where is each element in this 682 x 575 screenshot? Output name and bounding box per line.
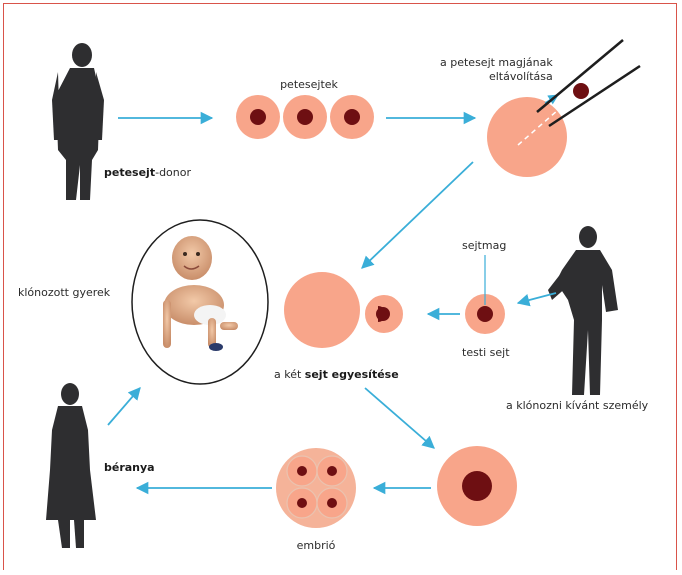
pipette-icon [536,39,641,128]
egg-cells [236,95,374,139]
label-surrogate: béranya [104,461,155,474]
fusion-cells [284,272,405,348]
page-frame [3,3,677,570]
label-cloned-child: klónozott gyerek [18,286,111,299]
surrogate-silhouette-icon [46,383,96,548]
donor-silhouette-icon [52,43,104,200]
arrow-person-to-somatic [516,292,557,307]
arrow-egg-to-fusion [361,161,474,269]
label-nucleus: sejtmag [462,239,507,252]
label-person-to-clone: a klónozni kívánt személy [506,399,649,412]
arrow-fusion-to-cell [364,387,435,449]
somatic-cell [465,255,505,334]
embryo-cells [276,448,356,528]
enucleated-egg [487,94,567,177]
label-egg-donor: petesejt-donor [104,166,191,179]
person-to-clone-silhouette-icon [548,226,618,395]
reconstructed-egg [437,446,517,526]
label-embryo: embrió [296,539,336,552]
label-eggs: petesejtek [280,78,338,91]
baby-photo [131,219,269,385]
label-somatic-cell: testi sejt [462,346,510,359]
removed-nucleus [573,83,589,99]
label-nucleus-removal: a petesejt magjának eltávolítása [440,56,553,83]
label-cell-fusion: a két sejt egyesítése [274,368,399,381]
arrow-surrogate-to-baby [107,387,141,426]
